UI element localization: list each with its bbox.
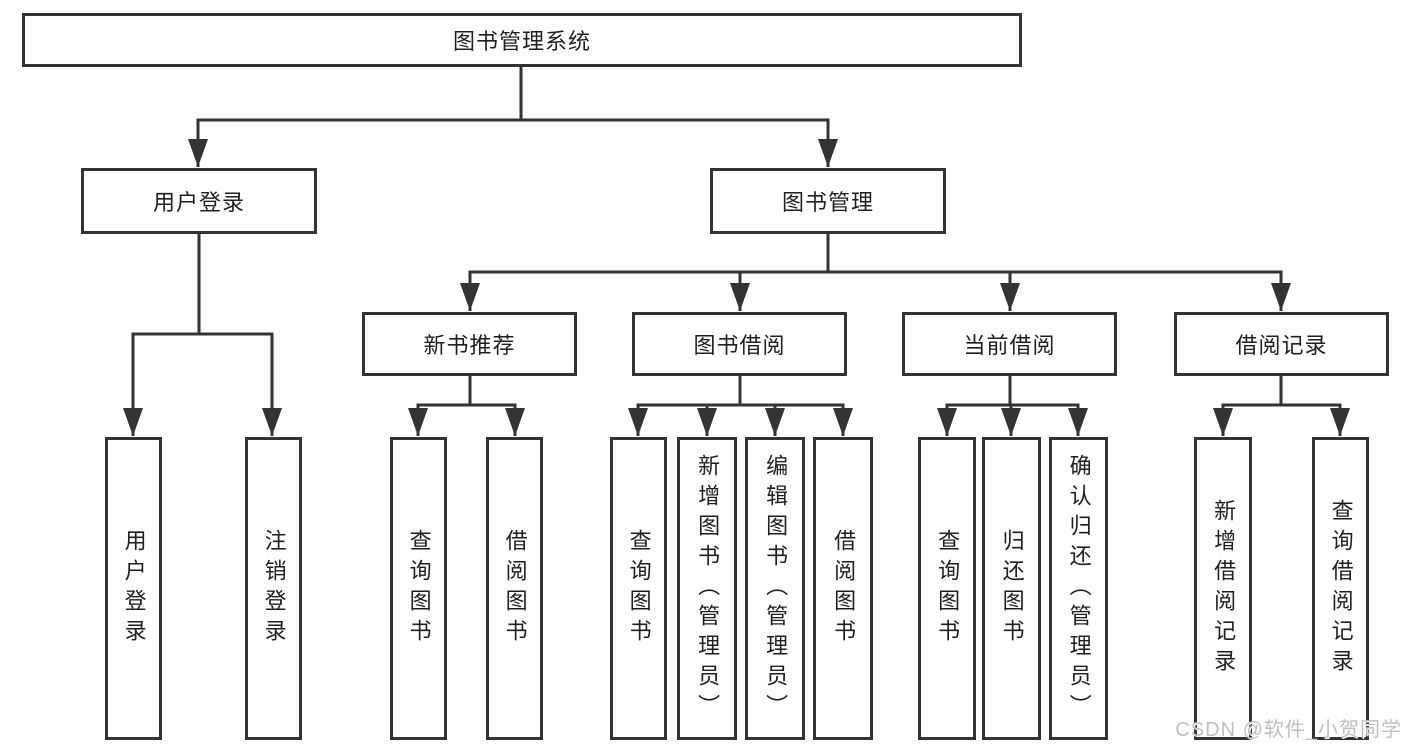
node-current-borrowing: 当前借阅 — [902, 312, 1117, 376]
leaf-return-books: 归还图书 — [982, 437, 1041, 740]
node-label: 查询图书 — [406, 528, 432, 649]
leaf-add-books-admin: 新增图书（管理员） — [677, 437, 737, 740]
node-label: 新增图书（管理员） — [695, 453, 721, 724]
leaf-user-login: 用户登录 — [105, 437, 162, 740]
node-label: 借阅图书 — [831, 528, 857, 649]
node-label: 借阅记录 — [1235, 333, 1328, 358]
node-label: 查询图书 — [935, 528, 961, 649]
leaf-query-books-current: 查询图书 — [918, 437, 976, 740]
node-label: 确认归还（管理员） — [1066, 453, 1092, 724]
leaf-confirm-return-admin: 确认归还（管理员） — [1049, 437, 1108, 740]
node-label: 当前借阅 — [963, 333, 1056, 358]
node-label: 图书管理 — [781, 190, 874, 215]
node-book-borrowing: 图书借阅 — [632, 312, 847, 376]
leaf-query-borrow-record: 查询借阅记录 — [1312, 437, 1369, 740]
node-label: 图书借阅 — [693, 333, 786, 358]
leaf-query-books-recommend: 查询图书 — [390, 437, 447, 740]
leaf-borrow-books-recommend: 借阅图书 — [486, 437, 543, 740]
node-label: 归还图书 — [999, 528, 1025, 649]
node-label: 图书管理系统 — [452, 29, 591, 54]
node-label: 查询图书 — [626, 528, 652, 649]
csdn-watermark: CSDN @软件_小贺同学 — [1175, 719, 1402, 741]
node-label: 查询借阅记录 — [1328, 498, 1354, 679]
node-label: 借阅图书 — [502, 528, 528, 649]
node-label: 编辑图书（管理员） — [763, 453, 789, 724]
leaf-edit-books-admin: 编辑图书（管理员） — [745, 437, 805, 740]
node-borrowing-records: 借阅记录 — [1174, 312, 1389, 376]
node-user-login: 用户登录 — [81, 168, 317, 234]
node-book-management: 图书管理 — [710, 168, 946, 234]
node-label: 用户登录 — [121, 528, 147, 649]
leaf-logout: 注销登录 — [245, 437, 302, 740]
node-library-management-system: 图书管理系统 — [22, 13, 1022, 67]
node-new-book-recommendation: 新书推荐 — [362, 312, 577, 376]
node-label: 新书推荐 — [423, 333, 516, 358]
leaf-borrow-books: 借阅图书 — [813, 437, 873, 740]
leaf-add-borrow-record: 新增借阅记录 — [1194, 437, 1252, 740]
leaf-query-books-borrowing: 查询图书 — [610, 437, 667, 740]
node-label: 用户登录 — [152, 190, 245, 215]
node-label: 新增借阅记录 — [1211, 498, 1237, 679]
node-label: 注销登录 — [261, 528, 287, 649]
